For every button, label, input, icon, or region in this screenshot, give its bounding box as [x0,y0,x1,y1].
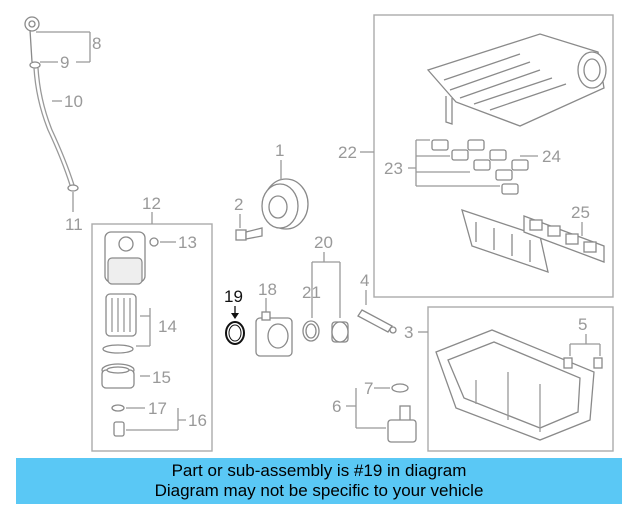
callout-23: 23 [384,159,403,178]
pan-plug [593,357,603,369]
callout-17: 17 [148,399,167,418]
oring-7 [391,383,409,393]
o-ring-19 [225,321,245,345]
valve-part [331,321,349,343]
plug-part [149,237,159,247]
info-banner: Part or sub-assembly is #19 in diagram D… [16,458,622,504]
lower-intake [461,208,549,273]
callout-20: 20 [314,233,333,252]
level-sensor [387,405,417,443]
callout-6: 6 [332,397,341,416]
callout-19: 19 [224,287,243,306]
callout-13: 13 [178,233,197,252]
callout-11: 11 [65,215,83,234]
oil-pan [435,329,595,441]
pan-bolt [563,357,573,369]
callout-18: 18 [258,280,277,299]
drain-washer [111,404,125,412]
callout-9: 9 [60,53,69,72]
callout-22: 22 [338,143,357,162]
callout-24: 24 [542,147,561,166]
pulley-bolt [235,227,263,241]
filter-cap [101,363,135,389]
callout-10: 10 [64,92,83,111]
banner-line-1: Part or sub-assembly is #19 in diagram [171,461,467,480]
intake-gasket [523,215,605,263]
callout-4: 4 [360,271,369,290]
dipstick-assembly [24,16,91,212]
callout-14: 14 [158,317,177,336]
callout-25: 25 [571,203,590,222]
banner-line-2: Diagram may not be specific to your vehi… [154,481,484,500]
drain-plug [113,421,125,437]
filter-adapter [255,311,293,357]
callout-21: 21 [302,283,321,302]
callout-12: 12 [142,194,161,213]
intake-group-box [373,14,614,298]
tube-part [357,309,393,333]
callout-16: 16 [188,411,207,430]
callout-2: 2 [234,195,243,214]
callout-8: 8 [92,34,101,53]
callout-15: 15 [152,368,171,387]
oilpan-group-box [427,306,614,452]
callout-3: 3 [404,323,413,342]
callout-7: 7 [364,379,373,398]
gasket-set [431,139,529,195]
oil-filter-housing [104,231,146,285]
crank-pulley [261,178,309,230]
callout-1: 1 [275,141,284,160]
filter-element [102,293,137,354]
intake-manifold [426,33,607,127]
callout-5: 5 [578,315,587,334]
